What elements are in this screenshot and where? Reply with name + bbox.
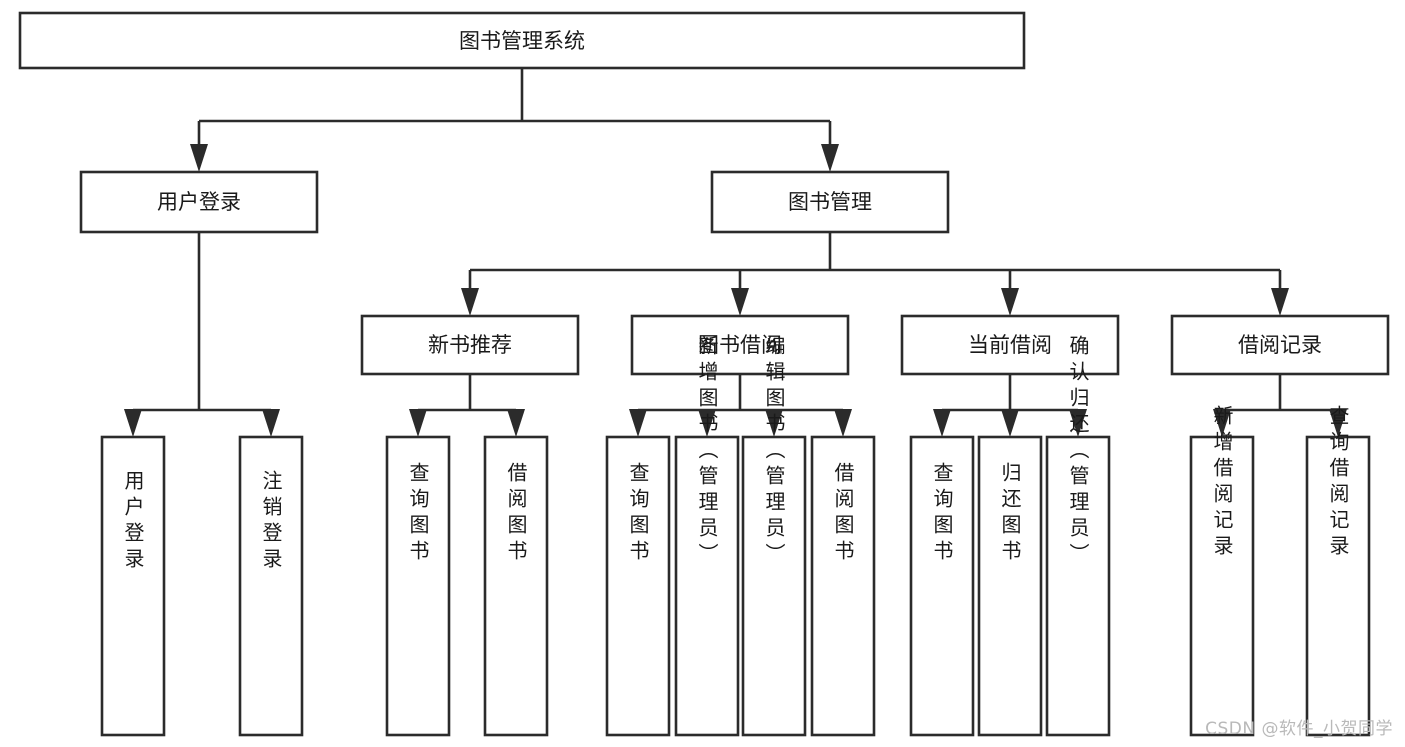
book-manage-box[interactable] <box>710 170 950 234</box>
leaf-confirm-return-label: 确认归还（管理员） <box>1066 335 1090 569</box>
node-leaf-query-book-3[interactable]: 查询图书 <box>909 435 975 737</box>
node-leaf-add-record[interactable]: 新增借阅记录 <box>1189 405 1255 737</box>
leaf-borrow-book-1-label: 借阅图书 <box>504 462 528 566</box>
root-box[interactable] <box>18 11 1026 70</box>
leaf-add-record-label: 新增借阅记录 <box>1210 405 1234 561</box>
node-current-borrow[interactable]: 当前借阅 <box>900 314 1120 376</box>
leaf-query-book-3-label: 查询图书 <box>930 462 954 566</box>
book-manage-label: 图书管理 <box>788 190 872 214</box>
arrow-newbook-to-leaf2 <box>507 409 525 437</box>
leaf-add-book-box[interactable] <box>674 435 740 737</box>
node-leaf-borrow-book-2[interactable]: 借阅图书 <box>810 435 876 737</box>
leaf-confirm-return-box[interactable] <box>1045 435 1111 737</box>
root-label: 图书管理系统 <box>459 29 585 53</box>
arrow-root-to-user-login <box>190 144 208 172</box>
arrow-bm-to-newbook <box>461 288 479 316</box>
user-login-label: 用户登录 <box>157 190 241 214</box>
leaf-query-record-label: 查询借阅记录 <box>1326 405 1350 561</box>
node-leaf-logout[interactable]: 注销登录 <box>238 435 304 737</box>
leaf-user-login-label: 用户登录 <box>121 470 145 574</box>
node-leaf-add-book[interactable]: 新增图书（管理员） <box>674 335 740 737</box>
node-borrow-record[interactable]: 借阅记录 <box>1170 314 1390 376</box>
connector-layer <box>124 68 1347 437</box>
leaf-borrow-book-1-box[interactable] <box>483 435 549 737</box>
current-borrow-label: 当前借阅 <box>968 333 1052 357</box>
current-borrow-box[interactable] <box>900 314 1120 376</box>
arrow-currentborrow-to-leaf3 <box>1069 409 1087 437</box>
arrow-bookborrow-to-leaf4 <box>834 409 852 437</box>
leaf-return-book-label: 归还图书 <box>998 462 1022 566</box>
leaf-user-login-box[interactable] <box>100 435 166 737</box>
arrow-borrowrecord-to-leaf1 <box>1213 409 1231 437</box>
borrow-record-label: 借阅记录 <box>1238 333 1322 357</box>
leaf-query-record-box[interactable] <box>1305 435 1371 737</box>
leaf-edit-book-box[interactable] <box>741 435 807 737</box>
leaf-add-record-box[interactable] <box>1189 435 1255 737</box>
leaf-query-book-1-label: 查询图书 <box>406 462 430 566</box>
leaf-query-book-1-box[interactable] <box>385 435 451 737</box>
book-borrow-box[interactable] <box>630 314 850 376</box>
new-book-rec-label: 新书推荐 <box>428 333 512 357</box>
node-leaf-user-login[interactable]: 用户登录 <box>100 435 166 737</box>
leaf-query-book-2-label: 查询图书 <box>626 462 650 566</box>
arrow-userlogin-to-leaf1 <box>124 409 142 437</box>
arrow-bookborrow-to-leaf1 <box>629 409 647 437</box>
node-leaf-query-book-1[interactable]: 查询图书 <box>385 435 451 737</box>
leaf-edit-book-label: 编辑图书（管理员） <box>762 335 786 569</box>
node-leaf-query-book-2[interactable]: 查询图书 <box>605 435 671 737</box>
leaf-query-book-3-box[interactable] <box>909 435 975 737</box>
arrow-userlogin-to-leaf2 <box>262 409 280 437</box>
node-book-manage[interactable]: 图书管理 <box>710 170 950 234</box>
arrow-bm-to-currentborrow <box>1001 288 1019 316</box>
borrow-record-box[interactable] <box>1170 314 1390 376</box>
node-leaf-borrow-book-1[interactable]: 借阅图书 <box>483 435 549 737</box>
arrow-bookborrow-to-leaf2 <box>698 409 716 437</box>
leaf-borrow-book-2-label: 借阅图书 <box>831 462 855 566</box>
node-user-login[interactable]: 用户登录 <box>79 170 319 234</box>
book-borrow-label: 图书借阅 <box>698 333 782 357</box>
leaf-logout-label: 注销登录 <box>259 470 283 574</box>
new-book-rec-box[interactable] <box>360 314 580 376</box>
node-leaf-confirm-return[interactable]: 确认归还（管理员） <box>1045 335 1111 737</box>
arrow-bm-to-borrowrecord <box>1271 288 1289 316</box>
arrow-currentborrow-to-leaf1 <box>933 409 951 437</box>
arrow-borrowrecord-to-leaf2 <box>1329 409 1347 437</box>
user-login-box[interactable] <box>79 170 319 234</box>
node-leaf-query-record[interactable]: 查询借阅记录 <box>1305 405 1371 737</box>
leaf-query-book-2-box[interactable] <box>605 435 671 737</box>
leaf-return-book-box[interactable] <box>977 435 1043 737</box>
node-root[interactable]: 图书管理系统 <box>18 11 1026 70</box>
arrow-currentborrow-to-leaf2 <box>1001 409 1019 437</box>
node-book-borrow[interactable]: 图书借阅 <box>630 314 850 376</box>
arrow-root-to-book-manage <box>821 144 839 172</box>
arrow-bookborrow-to-leaf3 <box>765 409 783 437</box>
arrow-newbook-to-leaf1 <box>409 409 427 437</box>
node-leaf-return-book[interactable]: 归还图书 <box>977 435 1043 737</box>
node-new-book-rec[interactable]: 新书推荐 <box>360 314 580 376</box>
leaf-logout-box[interactable] <box>238 435 304 737</box>
leaf-borrow-book-2-box[interactable] <box>810 435 876 737</box>
leaf-add-book-label: 新增图书（管理员） <box>695 335 719 569</box>
node-leaf-edit-book[interactable]: 编辑图书（管理员） <box>741 335 807 737</box>
arrow-bm-to-bookborrow <box>731 288 749 316</box>
